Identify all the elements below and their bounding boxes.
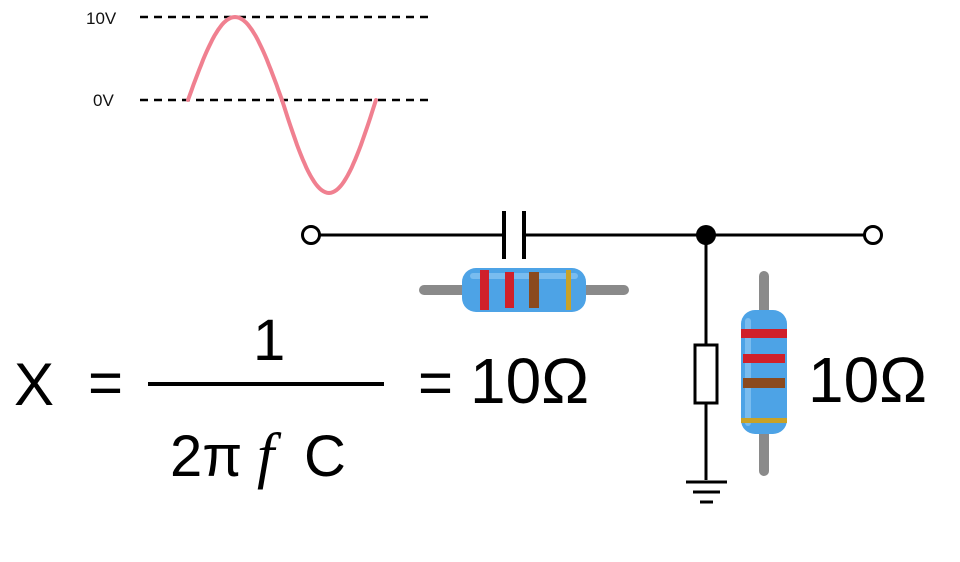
label-10v: 10V [86,9,117,28]
equation-equals: = [88,349,123,416]
equation-denominator-c: C [304,424,346,489]
band-tolerance [566,270,571,310]
ground-icon [686,480,727,504]
equation-denominator-f: f [257,422,282,490]
band-3 [743,378,785,388]
output-terminal [863,225,883,245]
sine-wave [186,14,378,196]
equation-result: 10Ω [470,345,589,417]
band-1 [741,329,787,338]
equation-denominator-prefix: 2π [170,424,242,489]
equation-lhs: X [14,351,54,418]
equation-result-equals: = [418,349,453,416]
band-2 [505,272,514,308]
resistor-illustration-vertical [741,271,787,476]
label-0v: 0V [93,91,114,110]
band-tolerance [741,418,787,423]
reactance-equation: X = 1 2π f C = 10Ω [14,308,589,490]
band-2 [743,354,785,363]
waveform-graph: 10V 0V [86,9,428,196]
input-terminal [301,225,321,245]
resistor-illustration-horizontal [419,268,629,312]
resistor-symbol [693,343,719,405]
shunt-resistor-value: 10Ω [808,344,927,416]
equation-numerator: 1 [253,308,285,373]
circuit [301,211,883,504]
band-1 [480,270,489,310]
band-3 [529,272,539,308]
resistor-body [741,310,787,434]
